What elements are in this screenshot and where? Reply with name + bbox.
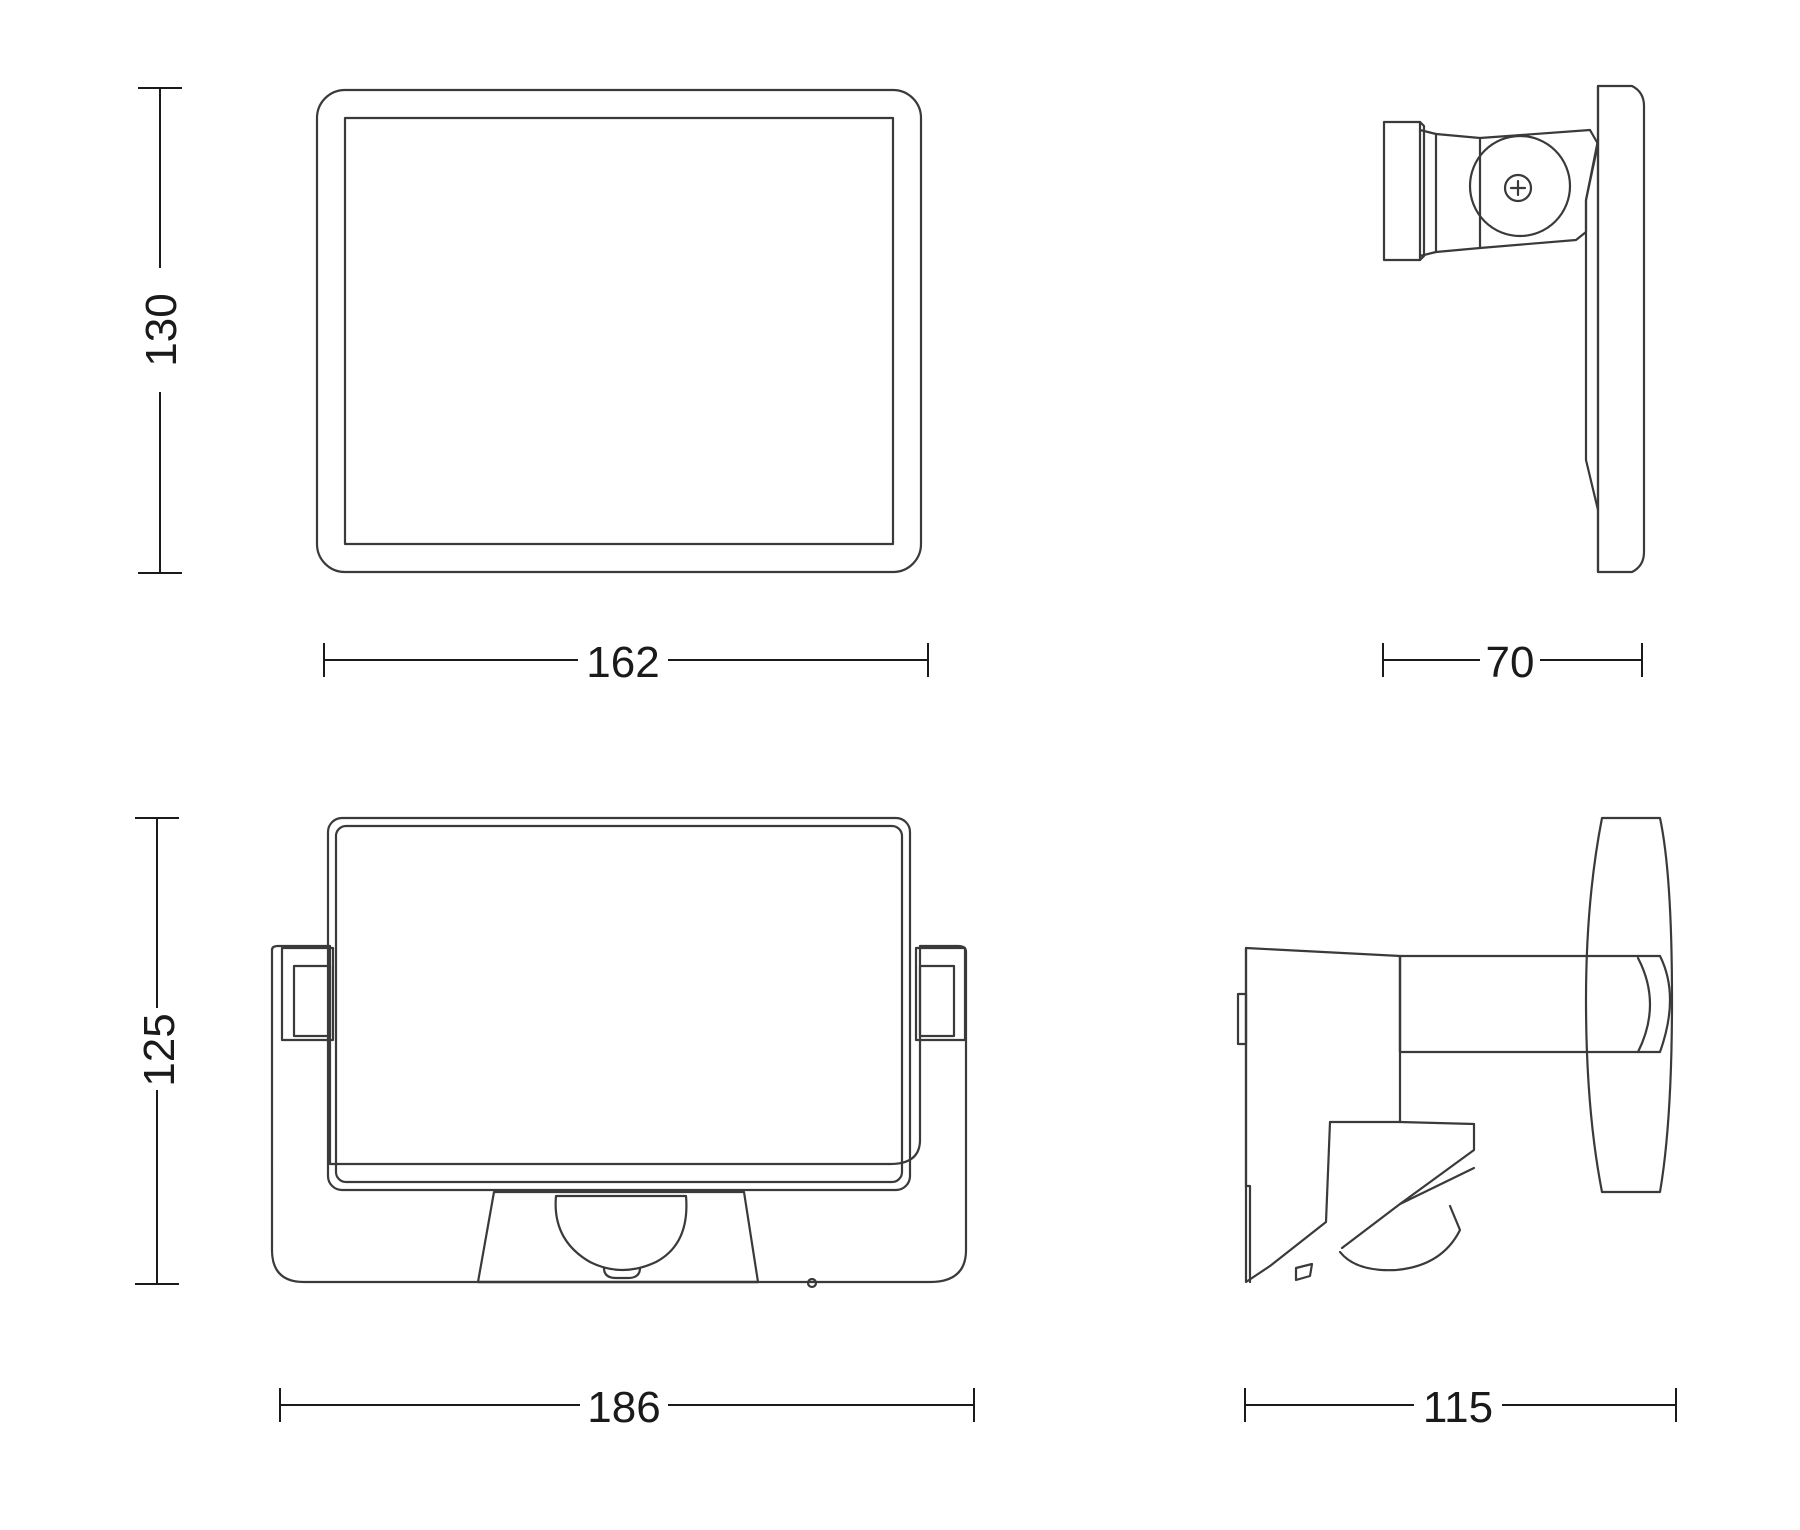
screw-icon (1503, 173, 1533, 203)
sensor-wall-plate (1584, 816, 1674, 1194)
dimension-sensor-height: 125 (135, 817, 184, 1285)
sensor-panel-frame (326, 816, 912, 1192)
dimension-sensor-depth: 115 (1244, 1383, 1677, 1432)
panel-inner-lens (343, 116, 895, 546)
sensor-panel-lens (334, 824, 904, 1184)
dimension-label-125: 125 (135, 1013, 184, 1086)
panel-outer-frame (315, 88, 923, 574)
side-view-sensor (1236, 816, 1674, 1284)
panel-side-body (1596, 84, 1646, 574)
pivot-joint (1468, 134, 1572, 238)
sensor-lens-side (1338, 1204, 1462, 1272)
front-view-sensor (270, 816, 968, 1289)
dimension-front-width: 162 (323, 638, 929, 687)
side-button (1236, 992, 1248, 1046)
motion-sensor-dome (554, 1194, 688, 1272)
dimension-sensor-width: 186 (279, 1383, 975, 1432)
side-view-panel (1382, 84, 1646, 574)
dimension-label-115: 115 (1423, 1383, 1493, 1432)
u-bracket (270, 944, 968, 1284)
dimension-label-186: 186 (587, 1383, 660, 1432)
dimension-label-70: 70 (1486, 638, 1535, 687)
dimension-label-162: 162 (586, 638, 659, 687)
mount-bracket (1478, 128, 1600, 250)
dimension-front-height: 130 (137, 87, 186, 574)
dimension-label-130: 130 (137, 293, 186, 366)
sensor-housing (476, 1190, 760, 1284)
wall-plate (1382, 120, 1422, 262)
sensor-head-body (1244, 946, 1402, 1284)
arm-neck (1434, 132, 1482, 254)
front-view-panel (315, 88, 923, 574)
dimension-side-depth: 70 (1382, 638, 1643, 687)
sensor-arm (1398, 954, 1672, 1054)
